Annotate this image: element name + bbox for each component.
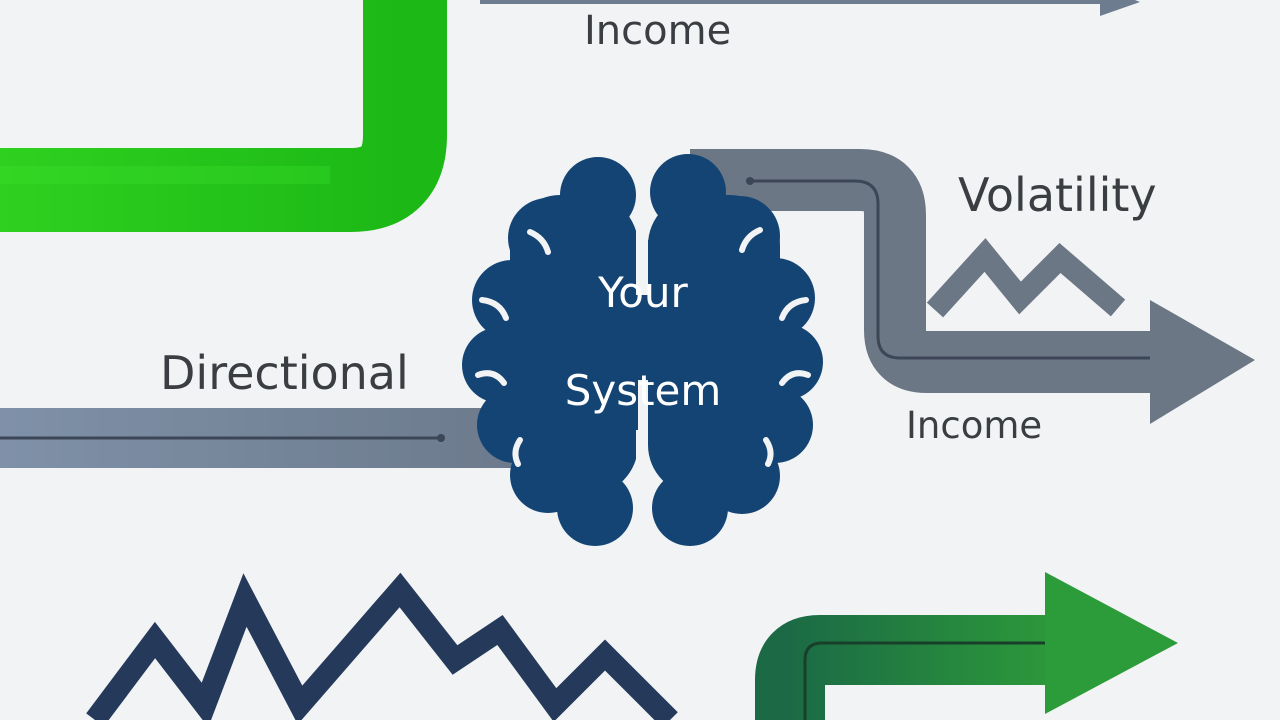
volatility-zigzag [926,238,1126,318]
brain-label-line2: System [564,366,722,415]
brain-icon [462,154,823,550]
directional-label: Directional [160,346,409,400]
green-pipe-top [0,0,447,232]
income-right-label: Income [906,404,1043,447]
income-top-arrow [480,0,1140,16]
green-arrow-bottom [755,572,1178,720]
income-top-label: Income [584,8,732,54]
brain-label-line1: Your [598,268,688,317]
directional-pipe [0,408,515,468]
volatility-output-arrow [690,149,1255,424]
volatility-label: Volatility [958,168,1157,222]
bottom-zigzag [86,572,678,720]
